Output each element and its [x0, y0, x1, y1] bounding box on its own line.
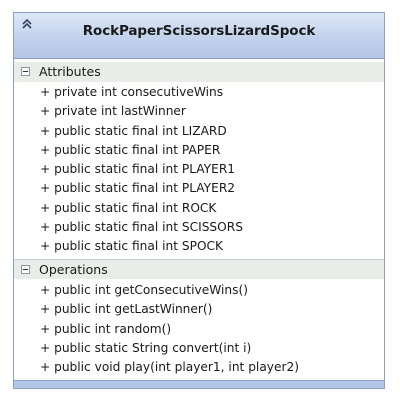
- operations-section-label: Operations: [39, 262, 108, 277]
- attribute-item[interactable]: + public static final int PLAYER2: [40, 181, 236, 195]
- attribute-item[interactable]: + private int consecutiveWins: [40, 85, 224, 99]
- operations-section-header[interactable]: Operations: [14, 259, 384, 279]
- operation-item[interactable]: + public int getConsecutiveWins(): [40, 283, 248, 297]
- operation-item[interactable]: + public int random(): [40, 322, 172, 336]
- uml-class-box[interactable]: RockPaperScissorsLizardSpock Attributes …: [13, 12, 385, 389]
- attributes-section-header[interactable]: Attributes: [14, 62, 384, 82]
- attribute-item[interactable]: + public static final int SCISSORS: [40, 220, 243, 234]
- attribute-item[interactable]: + public static final int PAPER: [40, 143, 221, 157]
- attribute-item[interactable]: + public static final int LIZARD: [40, 124, 227, 138]
- operations-collapse-toggle-icon[interactable]: [21, 265, 30, 274]
- attribute-item[interactable]: + public static final int PLAYER1: [40, 162, 236, 176]
- attribute-item[interactable]: + private int lastWinner: [40, 104, 186, 118]
- operation-item[interactable]: + public static String convert(int i): [40, 341, 252, 355]
- operation-item[interactable]: + public int getLastWinner(): [40, 302, 213, 316]
- operation-item[interactable]: + public void play(int player1, int play…: [40, 360, 300, 374]
- attribute-item[interactable]: + public static final int ROCK: [40, 201, 217, 215]
- attributes-section-label: Attributes: [39, 64, 101, 79]
- attributes-collapse-toggle-icon[interactable]: [21, 67, 30, 76]
- double-chevron-up-icon[interactable]: [20, 17, 34, 31]
- attribute-item[interactable]: + public static final int SPOCK: [40, 239, 224, 253]
- class-name-title: RockPaperScissorsLizardSpock: [82, 23, 316, 39]
- double-chevron-up-icon-svg: [22, 18, 32, 29]
- class-header: RockPaperScissorsLizardSpock: [14, 13, 384, 59]
- class-footer-bar: [14, 380, 384, 388]
